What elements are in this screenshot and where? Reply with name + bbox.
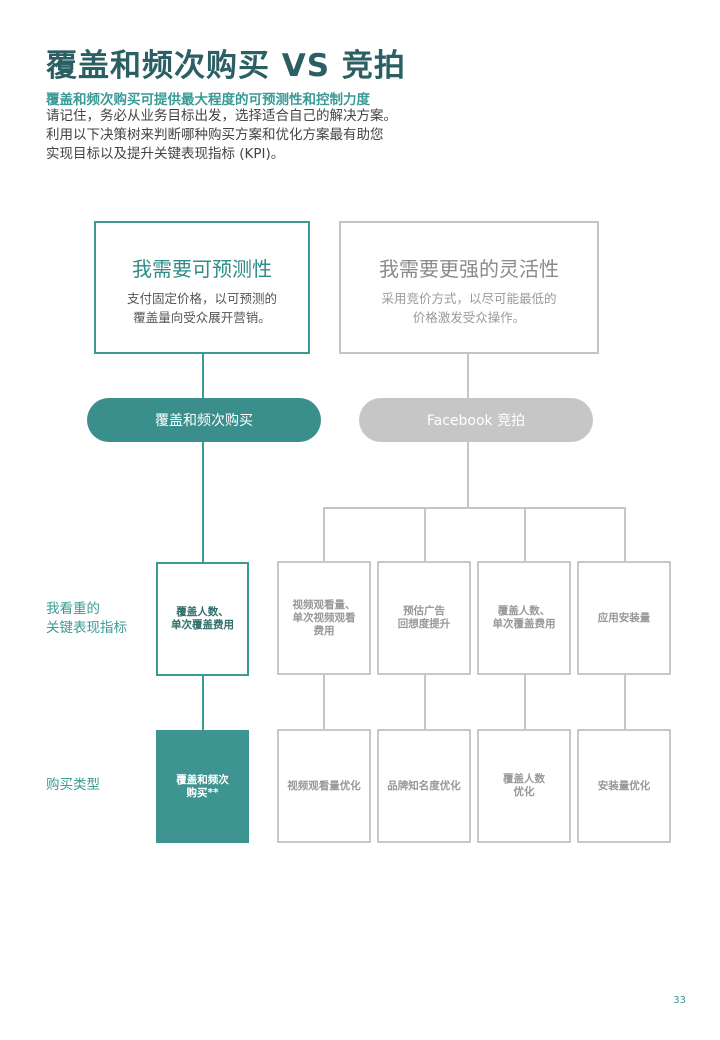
- connector-line: [467, 442, 469, 508]
- flexibility-heading: 我需要更强的灵活性: [379, 257, 559, 281]
- buy-cell-text: 品牌知名度优化: [387, 779, 461, 792]
- flexibility-box: 我需要更强的灵活性 采用竞价方式，以尽可能最低的 价格激发受众操作。: [339, 221, 599, 354]
- connector-line: [323, 507, 325, 562]
- connector-line: [624, 675, 626, 730]
- buy-type-row-label: 购买类型: [46, 777, 100, 793]
- kpi-cell-text: 单次视频观看: [292, 611, 356, 624]
- intro-line-3: 实现目标以及提升关键表现指标 (KPI)。: [46, 146, 285, 162]
- kpi-cell-text: 视频观看量、: [292, 598, 356, 611]
- connector-line: [624, 507, 626, 562]
- kpi-cell-text: 覆盖人数、: [176, 606, 229, 618]
- connector-line: [467, 354, 469, 398]
- flexibility-desc-line: 价格激发受众操作。: [412, 310, 526, 325]
- buy-cell-text: 视频观看量优化: [287, 779, 361, 792]
- kpi-row-label-line: 我看重的: [46, 601, 100, 617]
- connector-line: [424, 507, 426, 562]
- buy-cell-text: 购买**: [186, 786, 219, 799]
- kpi-cell-text: 覆盖人数、: [497, 605, 551, 617]
- kpi-cell-text: 单次覆盖费用: [171, 619, 234, 631]
- buy-cell-brand-awareness-opt: 品牌知名度优化: [377, 729, 471, 843]
- kpi-cell-ad-recall: 预估广告回想度提升: [377, 561, 471, 675]
- page-subtitle: 覆盖和频次购买可提供最大程度的可预测性和控制力度: [46, 92, 370, 108]
- kpi-cell-text: 预估广告: [403, 605, 445, 617]
- connector-line: [323, 675, 325, 730]
- buy-cell-text: 覆盖人数: [503, 773, 545, 785]
- kpi-cell-reach: 覆盖人数、单次覆盖费用: [156, 562, 249, 676]
- buy-cell-text: 优化: [513, 786, 535, 798]
- connector-line: [202, 354, 204, 398]
- connector-line: [524, 675, 526, 730]
- kpi-cell-text: 应用安装量: [597, 611, 651, 624]
- connector-line: [424, 675, 426, 730]
- kpi-cell-video-views: 视频观看量、单次视频观看费用: [277, 561, 371, 675]
- buy-cell-text: 安装量优化: [597, 779, 651, 792]
- kpi-row-label: 我看重的 关键表现指标: [46, 600, 127, 638]
- kpi-cell-text: 单次覆盖费用: [492, 618, 556, 630]
- connector-line: [524, 507, 526, 562]
- kpi-row-label-line: 关键表现指标: [46, 620, 127, 636]
- buy-cell-reach-frequency: 覆盖和频次购买**: [156, 730, 249, 843]
- predictability-box: 我需要可预测性 支付固定价格，以可预测的 覆盖量向受众展开营销。: [94, 221, 310, 354]
- page-number: 33: [673, 995, 686, 1006]
- buy-cell-video-views-opt: 视频观看量优化: [277, 729, 371, 843]
- connector-line: [202, 676, 204, 730]
- intro-line-1: 请记住，务必从业务目标出发，选择适合自己的解决方案。: [46, 108, 397, 124]
- kpi-cell-reach-auction: 覆盖人数、单次覆盖费用: [477, 561, 571, 675]
- predictability-desc: 支付固定价格，以可预测的 覆盖量向受众展开营销。: [96, 289, 308, 327]
- page-title: 覆盖和频次购买 VS 竞拍: [46, 48, 406, 84]
- facebook-auction-pill: Facebook 竞拍: [359, 398, 593, 442]
- intro-line-2: 利用以下决策树来判断哪种购买方案和优化方案最有助您: [46, 127, 384, 143]
- connector-line: [323, 507, 625, 509]
- predictability-desc-line: 支付固定价格，以可预测的: [126, 291, 277, 306]
- buy-cell-installs-opt: 安装量优化: [577, 729, 671, 843]
- reach-frequency-pill: 覆盖和频次购买: [87, 398, 321, 442]
- flexibility-desc: 采用竞价方式，以尽可能最低的 价格激发受众操作。: [341, 289, 597, 327]
- predictability-heading: 我需要可预测性: [132, 257, 272, 281]
- connector-line: [202, 442, 204, 562]
- flexibility-desc-line: 采用竞价方式，以尽可能最低的: [381, 291, 557, 306]
- kpi-cell-text: 费用: [313, 624, 335, 637]
- predictability-desc-line: 覆盖量向受众展开营销。: [133, 310, 271, 325]
- kpi-cell-text: 回想度提升: [397, 618, 451, 630]
- buy-cell-text: 覆盖和频次: [176, 773, 229, 786]
- buy-cell-reach-opt: 覆盖人数优化: [477, 729, 571, 843]
- kpi-cell-app-installs: 应用安装量: [577, 561, 671, 675]
